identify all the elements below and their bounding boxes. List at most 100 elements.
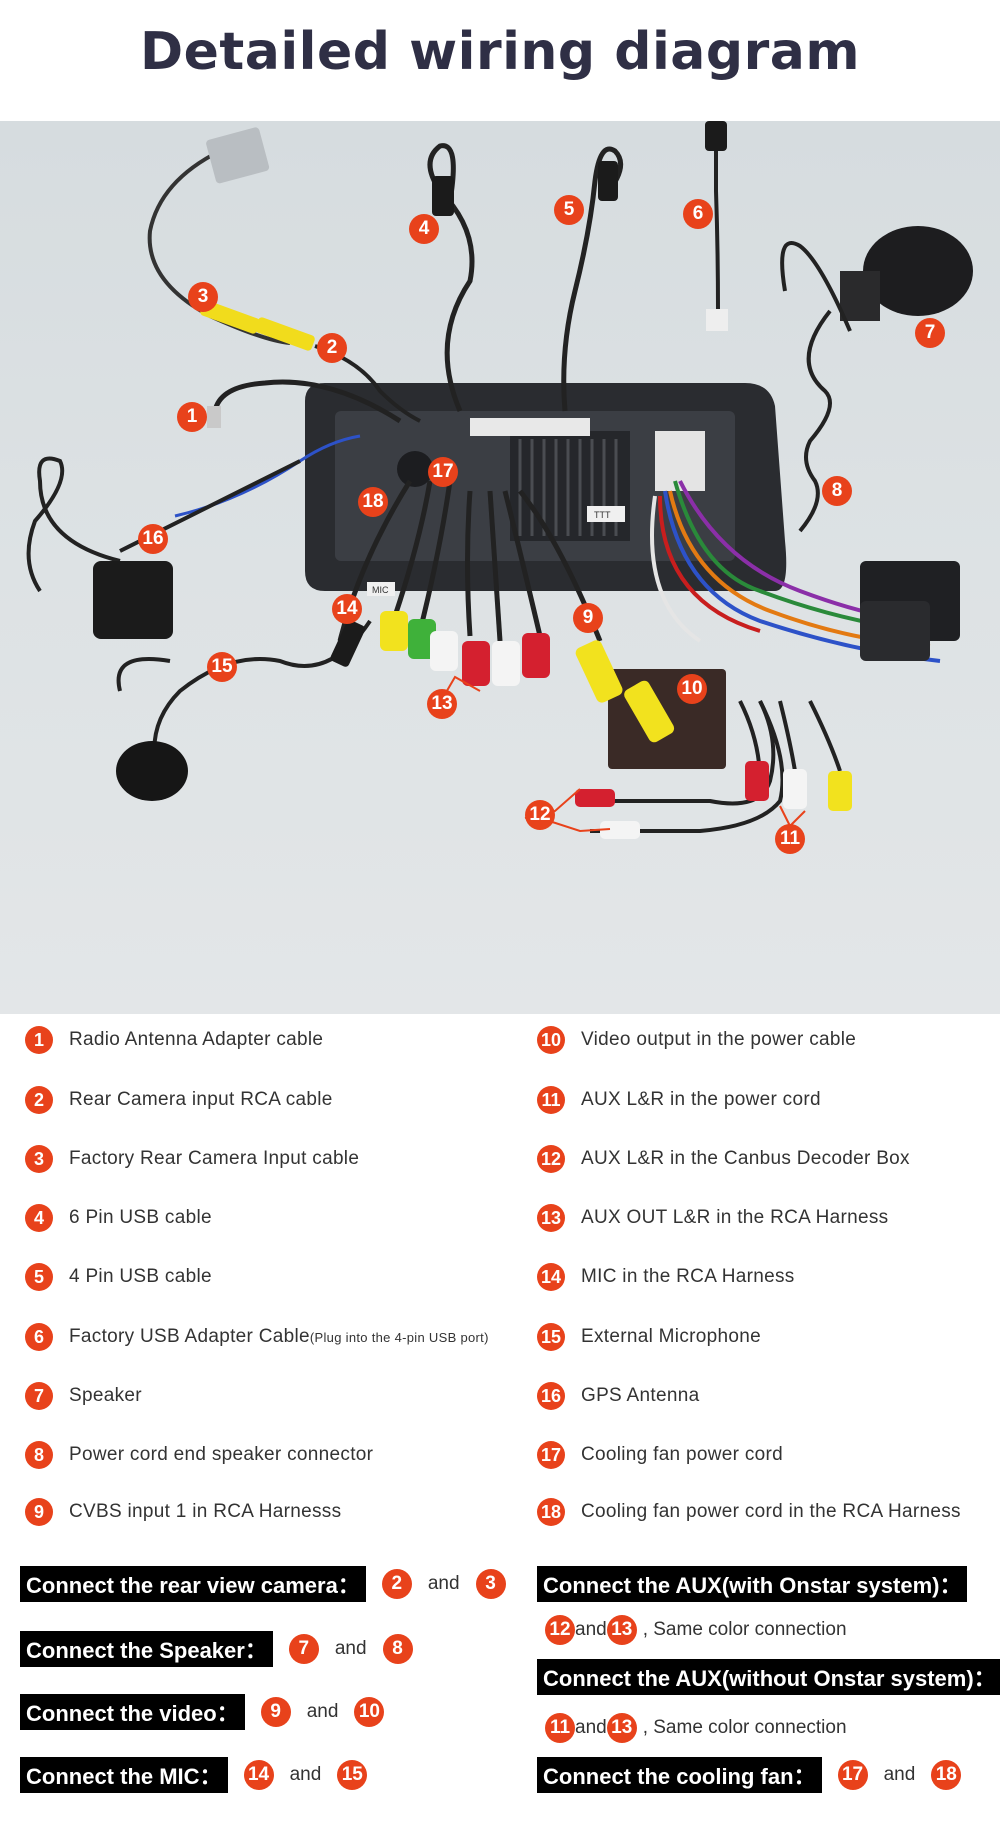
- photo-badge-3: 3: [188, 282, 218, 312]
- connect-aux-no-onstar: Connect the AUX(without Onstar system)：: [537, 1659, 1000, 1695]
- connect-video-label: Connect the video：: [20, 1694, 245, 1730]
- legend-badge: 18: [537, 1498, 565, 1526]
- legend-badge: 7: [25, 1382, 53, 1410]
- photo-badge-9: 9: [573, 603, 603, 633]
- wiring-illustration: MIC TTT: [26, 121, 973, 839]
- connect-mic: Connect the MIC： 14 and 15: [20, 1757, 368, 1793]
- photo-label-box: TTT: [594, 510, 611, 520]
- connect-badge: 18: [931, 1760, 962, 1790]
- connect-badge: 3: [475, 1569, 506, 1599]
- mic-plug: [330, 620, 366, 667]
- legend-text: Cooling fan power cord in the RCA Harnes…: [581, 1501, 961, 1522]
- speaker: [863, 226, 973, 316]
- photo-badge-6: 6: [683, 199, 713, 229]
- and-text: and: [306, 1701, 339, 1722]
- legend-note: (Plug into the 4-pin USB port): [309, 1330, 489, 1345]
- rca-green: [408, 619, 436, 659]
- connector-strip: [470, 418, 590, 436]
- photo-badge-16: 16: [138, 524, 168, 554]
- connect-aux-onstar-detail: 12 and 13 , Same color connection: [545, 1615, 847, 1645]
- and-text: and: [575, 1717, 607, 1738]
- legend-item-12: 12 AUX L&R in the Canbus Decoder Box: [537, 1144, 910, 1174]
- legend-text: Factory USB Adapter Cable: [69, 1326, 310, 1347]
- photo-label-mic: MIC: [372, 585, 389, 595]
- legend-text: AUX OUT L&R in the RCA Harness: [581, 1207, 889, 1228]
- connect-mic-label: Connect the MIC：: [20, 1757, 228, 1793]
- photo-badge-1: 1: [177, 402, 207, 432]
- rca-yellow-3: [624, 680, 675, 743]
- usb-4pin-plug: [598, 161, 618, 201]
- photo-badge-7: 7: [915, 318, 945, 348]
- legend-badge: 9: [25, 1498, 53, 1526]
- connect-badge: 13: [606, 1713, 637, 1743]
- legend-item-18: 18 Cooling fan power cord in the RCA Harn…: [537, 1497, 961, 1527]
- legend-text: Video output in the power cable: [581, 1029, 857, 1050]
- connect-badge: 11: [545, 1713, 575, 1743]
- connect-speaker-label: Connect the Speaker：: [20, 1631, 273, 1667]
- connect-camera: Connect the rear view camera： 2 and 3: [20, 1566, 506, 1602]
- connect-speaker: Connect the Speaker： 7 and 8: [20, 1631, 413, 1667]
- legend-text: CVBS input 1 in RCA Harnesss: [69, 1501, 342, 1522]
- photo-badge-13: 13: [427, 689, 457, 719]
- legend-text: GPS Antenna: [581, 1385, 700, 1406]
- connect-aux-no-onstar-detail: 11 and 13 , Same color connection: [545, 1713, 847, 1743]
- legend-text: Power cord end speaker connector: [69, 1444, 374, 1465]
- connect-aux-onstar-label: Connect the AUX(with Onstar system)：: [537, 1566, 968, 1602]
- legend-badge: 16: [537, 1382, 565, 1410]
- aux-rca-red: [575, 789, 615, 807]
- legend-text: Factory Rear Camera Input cable: [69, 1148, 360, 1169]
- photo-badge-18: 18: [358, 487, 388, 517]
- connect-video: Connect the video： 9 and 10: [20, 1694, 385, 1730]
- legend-item-9: 9 CVBS input 1 in RCA Harnesss: [25, 1497, 341, 1527]
- connect-badge: 9: [260, 1697, 291, 1727]
- legend-text-wrap: Factory USB Adapter Cable(Plug into the …: [69, 1326, 489, 1348]
- rca-yellow-1: [380, 611, 408, 651]
- connect-badge: 13: [606, 1615, 637, 1645]
- legend-badge: 10: [537, 1026, 565, 1054]
- connect-badge: 15: [337, 1760, 368, 1790]
- same-color-text: , Same color connection: [642, 1619, 847, 1640]
- legend-item-10: 10 Video output in the power cable: [537, 1025, 856, 1055]
- legend-badge: 11: [537, 1086, 565, 1114]
- legend-text: Rear Camera input RCA cable: [69, 1089, 333, 1110]
- and-text: and: [289, 1764, 322, 1785]
- legend-badge: 2: [25, 1086, 53, 1114]
- rca-red-1: [462, 641, 490, 686]
- legend-badge: 4: [25, 1204, 53, 1232]
- factory-camera-plug: [206, 127, 270, 184]
- and-text: and: [883, 1764, 916, 1785]
- and-text: and: [575, 1619, 607, 1640]
- rca-white-1: [430, 631, 458, 671]
- photo-badge-8: 8: [822, 476, 852, 506]
- usb-adapter-plug: [705, 121, 727, 151]
- legend-text: AUX L&R in the Canbus Decoder Box: [581, 1148, 910, 1169]
- connect-aux-no-onstar-label: Connect the AUX(without Onstar system)：: [537, 1659, 1000, 1695]
- antenna-plug: [207, 406, 221, 428]
- aux-rca-white: [600, 821, 640, 839]
- legend-text: 6 Pin USB cable: [69, 1207, 212, 1228]
- legend-badge: 14: [537, 1263, 565, 1291]
- connect-fan: Connect the cooling fan： 17 and 18: [537, 1757, 962, 1793]
- connect-badge: 14: [243, 1760, 274, 1790]
- connect-badge: 10: [354, 1697, 385, 1727]
- aux-out-yellow: [828, 771, 852, 811]
- legend-badge: 17: [537, 1441, 565, 1469]
- photo-badge-4: 4: [409, 214, 439, 244]
- legend-badge: 5: [25, 1263, 53, 1291]
- legend-badge: 12: [537, 1145, 565, 1173]
- connect-camera-label: Connect the rear view camera：: [20, 1566, 366, 1602]
- legend-badge: 15: [537, 1323, 565, 1351]
- connect-aux-onstar: Connect the AUX(with Onstar system)：: [537, 1566, 983, 1602]
- rca-red-2: [522, 633, 550, 678]
- wiring-photo: MIC TTT 1 2 3 4 5 6 7 8 9 10 11 12 13 14…: [0, 121, 1000, 1014]
- connect-badge: 8: [382, 1634, 413, 1664]
